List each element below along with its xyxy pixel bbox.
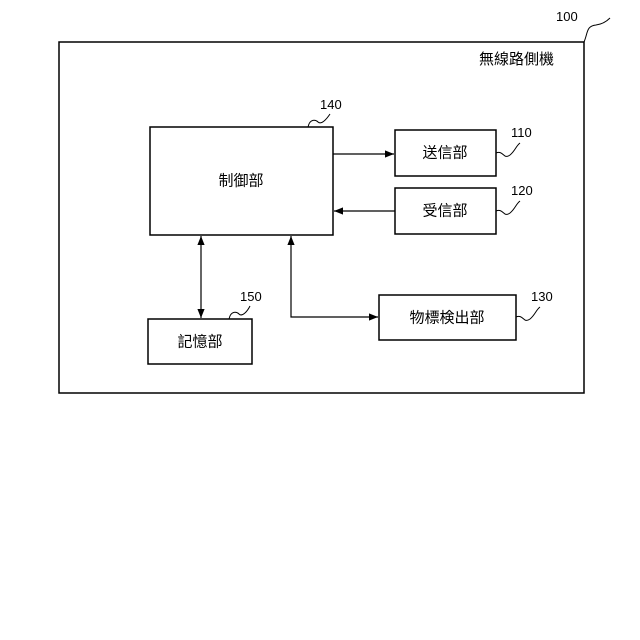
- detect-label: 物標検出部: [409, 311, 484, 326]
- leader-100: [584, 18, 610, 42]
- arrow-control-detect: [291, 236, 378, 317]
- receive-label: 受信部: [422, 204, 467, 219]
- leader-130: [516, 307, 540, 320]
- leader-120: [496, 201, 520, 214]
- ref-110: 110: [511, 126, 532, 139]
- device-name: 無線路側機: [479, 52, 554, 67]
- transmit-label: 送信部: [422, 146, 467, 161]
- ref-100: 100: [556, 10, 578, 23]
- leader-150: [229, 306, 250, 319]
- control-label: 制御部: [218, 174, 263, 189]
- ref-150: 150: [240, 290, 262, 303]
- leader-110: [496, 143, 520, 156]
- ref-130: 130: [531, 290, 553, 303]
- ref-140: 140: [320, 98, 342, 111]
- storage-label: 記憶部: [177, 335, 222, 350]
- ref-120: 120: [511, 184, 533, 197]
- leader-140: [308, 114, 330, 127]
